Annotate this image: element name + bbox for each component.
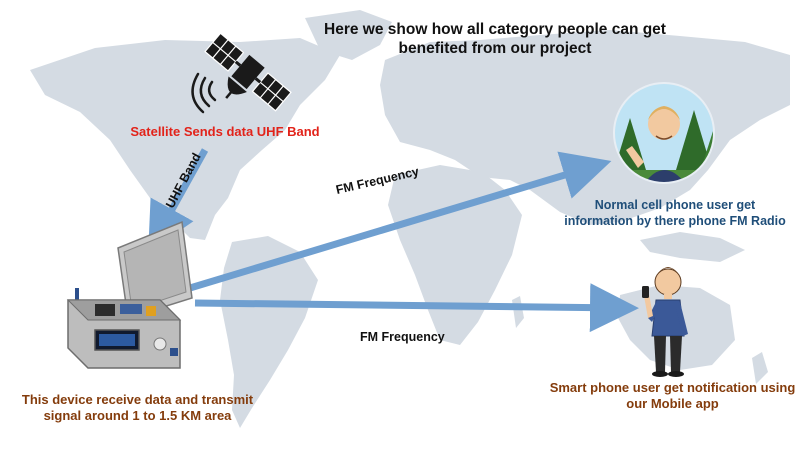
- fm-frequency-label-lower: FM Frequency: [360, 330, 445, 344]
- satellite-caption: Satellite Sends data UHF Band: [130, 124, 320, 139]
- transmitter-device: [66, 220, 193, 369]
- smart-user-caption: Smart phone user get notification using …: [549, 380, 796, 412]
- continent-madagascar: [512, 296, 524, 328]
- diagram-title: Here we show how all category people can…: [324, 21, 666, 58]
- uhf-arrow: [148, 148, 209, 253]
- fm-arrow-upper: [188, 151, 612, 292]
- continent-islands: [640, 232, 745, 262]
- signal-waves-icon: [191, 72, 217, 114]
- device-caption: This device receive data and transmit si…: [21, 392, 254, 424]
- satellite-icon: [204, 32, 292, 112]
- fm-arrow-lower: [194, 283, 639, 333]
- continent-africa: [388, 165, 522, 345]
- continent-new-zealand: [752, 352, 768, 384]
- continent-greenland: [305, 10, 392, 60]
- connection-arrows: [148, 148, 639, 333]
- continent-south-america: [220, 236, 318, 428]
- smart-user-figure: [642, 267, 688, 377]
- normal-user-caption: Normal cell phone user get information b…: [564, 198, 786, 228]
